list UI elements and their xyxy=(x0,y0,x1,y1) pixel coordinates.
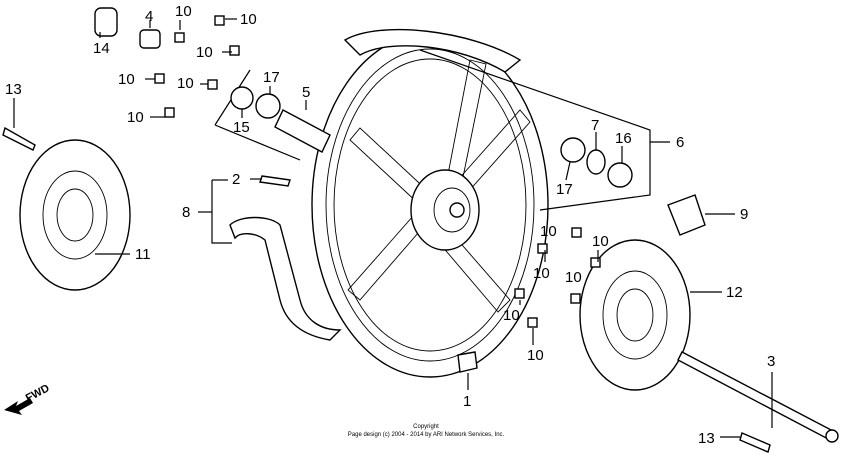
bearing-part-15 xyxy=(230,86,254,110)
collar-part-14 xyxy=(94,7,118,37)
callout-10: 10 xyxy=(540,223,557,240)
wheel-rim xyxy=(311,32,549,378)
callout-17: 17 xyxy=(556,181,573,198)
nut-icon xyxy=(537,243,548,254)
callout-10: 10 xyxy=(503,307,520,324)
copyright-notice: Copyright Page design (c) 2004 - 2014 by… xyxy=(348,424,505,438)
spacer-part-4 xyxy=(139,29,161,49)
callout-16: 16 xyxy=(615,130,632,147)
callout-3: 3 xyxy=(767,353,775,370)
callout-10: 10 xyxy=(592,233,609,250)
nut-icon xyxy=(570,293,581,304)
seal-part-17-left xyxy=(255,93,281,119)
nut-icon xyxy=(164,107,175,118)
circlip-part-7 xyxy=(586,149,606,175)
callout-10: 10 xyxy=(240,11,257,28)
nut-icon xyxy=(514,288,525,299)
callout-9: 9 xyxy=(740,206,748,223)
callout-5: 5 xyxy=(302,84,310,101)
nut-icon xyxy=(207,79,218,90)
callout-10: 10 xyxy=(118,71,135,88)
nut-icon xyxy=(214,15,225,26)
callout-labels: 14 4 10 10 10 10 10 10 17 5 15 13 2 8 11… xyxy=(5,3,775,447)
callout-1: 1 xyxy=(463,393,471,410)
nut-icon xyxy=(154,73,165,84)
callout-2: 2 xyxy=(232,171,240,188)
callout-10: 10 xyxy=(565,269,582,286)
callout-10: 10 xyxy=(177,75,194,92)
front-axle xyxy=(677,351,839,443)
callout-13: 13 xyxy=(698,430,715,447)
distance-collar-part-5 xyxy=(274,109,331,153)
small-parts xyxy=(2,7,771,453)
tire-section xyxy=(229,28,522,341)
callout-15: 15 xyxy=(233,119,250,136)
callout-10: 10 xyxy=(196,44,213,61)
callout-10: 10 xyxy=(175,3,192,20)
copyright-line-1: Copyright xyxy=(413,424,439,430)
callout-11: 11 xyxy=(135,246,151,263)
nut-icon xyxy=(527,317,538,328)
callout-10: 10 xyxy=(533,265,550,282)
forward-direction-arrow-icon: FWD xyxy=(4,382,52,415)
nut-icon xyxy=(571,227,582,238)
callout-10: 10 xyxy=(127,109,144,126)
nut-icon xyxy=(229,45,240,56)
speedometer-gearbox-part-9 xyxy=(667,194,706,236)
forward-direction-label: FWD xyxy=(24,382,52,404)
nut-icon xyxy=(174,32,185,43)
leader-lines xyxy=(13,18,773,438)
bolt-part-13-upper xyxy=(2,126,36,151)
callout-12: 12 xyxy=(726,284,743,301)
callout-10: 10 xyxy=(527,347,544,364)
bearing-part-16 xyxy=(607,162,633,188)
callout-13: 13 xyxy=(5,81,22,98)
bolt-part-13-lower xyxy=(739,432,771,453)
seal-part-17-right xyxy=(560,137,586,163)
callout-7: 7 xyxy=(591,117,599,134)
callout-4: 4 xyxy=(145,8,153,25)
callout-8: 8 xyxy=(182,204,190,221)
callout-6: 6 xyxy=(676,134,684,151)
callout-14: 14 xyxy=(93,40,110,57)
clip-part-1 xyxy=(457,351,478,373)
nut-icon xyxy=(590,257,601,268)
copyright-line-2: Page design (c) 2004 - 2014 by ARI Netwo… xyxy=(348,432,505,438)
right-brake-disc xyxy=(579,239,691,391)
valve-part-2 xyxy=(259,175,291,187)
callout-17: 17 xyxy=(263,69,280,86)
left-brake-disc xyxy=(19,139,131,291)
